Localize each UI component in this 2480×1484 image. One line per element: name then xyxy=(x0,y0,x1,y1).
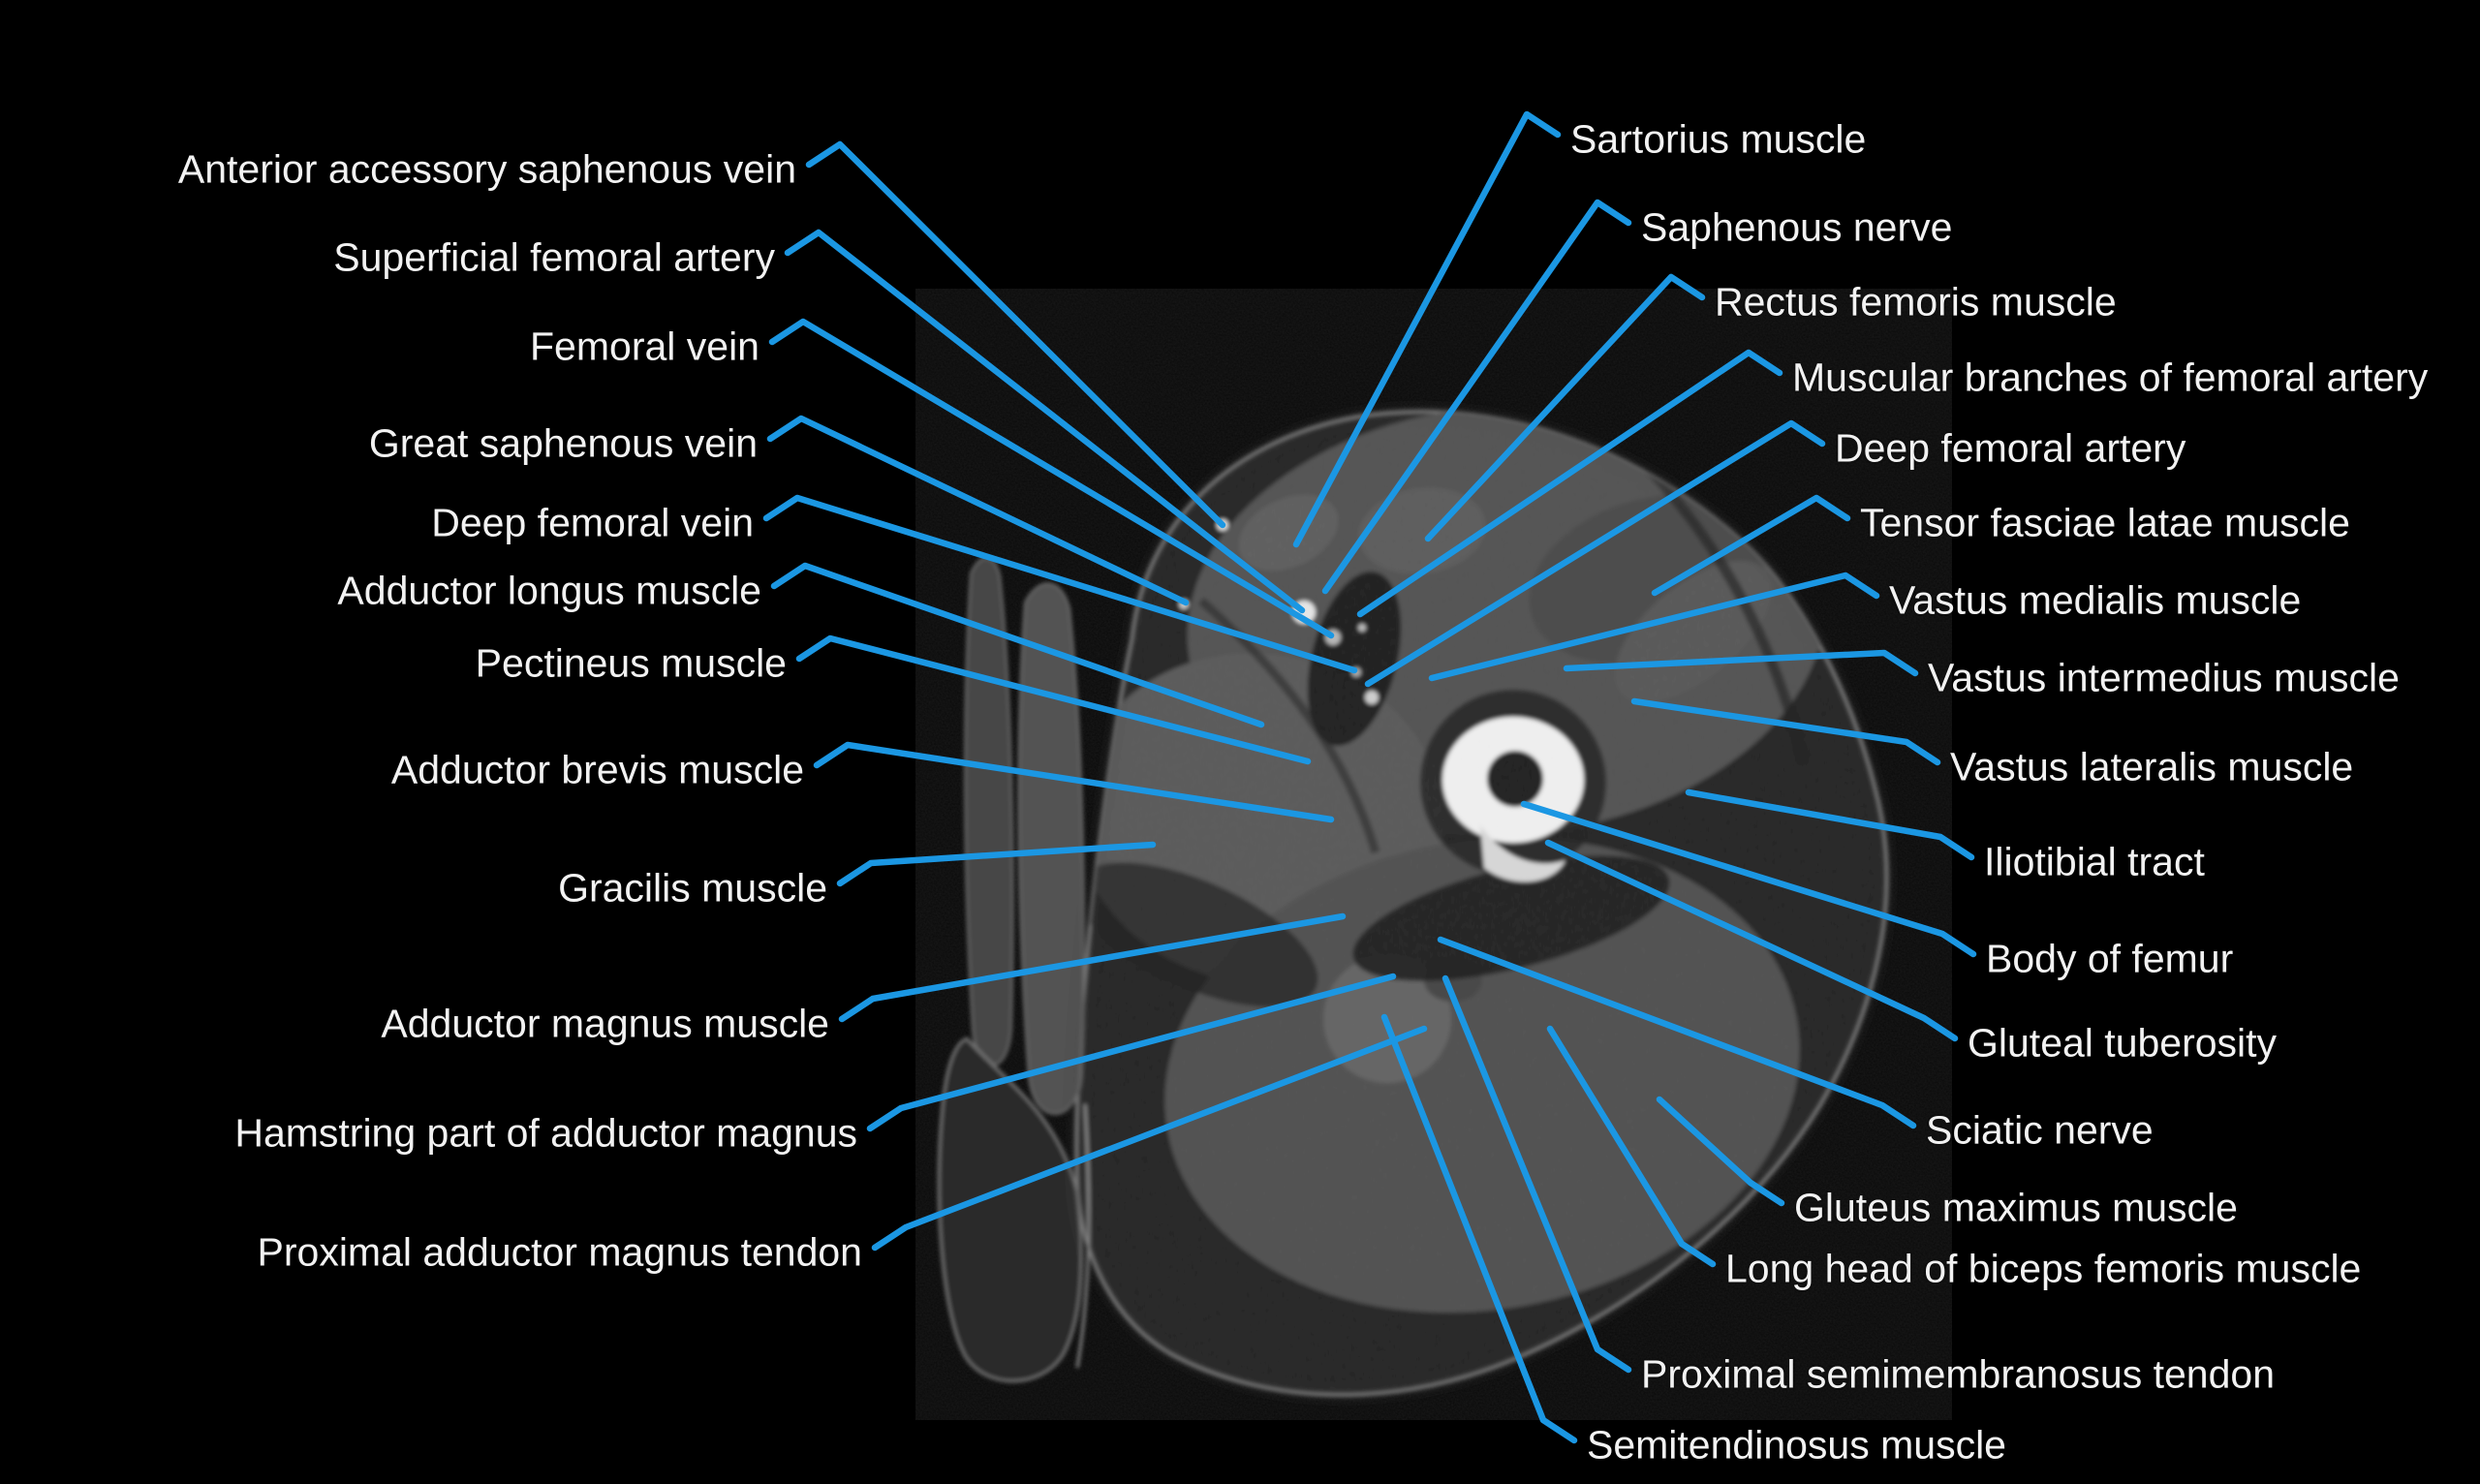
skin-glow xyxy=(1071,407,1892,1400)
ct-anatomy xyxy=(937,407,1892,1400)
leader-line-right-16 xyxy=(1380,1013,1578,1444)
leader-line-left-6 xyxy=(795,634,1312,765)
leader-line-right-0 xyxy=(1292,110,1562,548)
leader-line-right-2 xyxy=(1424,273,1706,542)
leader-line-right-13 xyxy=(1656,1096,1785,1207)
leader-line-right-3 xyxy=(1356,349,1783,618)
leader-line-right-7 xyxy=(1563,649,1919,677)
leader-line-left-8 xyxy=(836,841,1157,887)
leader-line-right-5 xyxy=(1651,494,1851,597)
leader-line-right-11 xyxy=(1544,839,1959,1042)
leader-line-right-9 xyxy=(1685,788,1975,861)
leader-line-left-10 xyxy=(866,973,1397,1132)
leader-line-left-9 xyxy=(838,912,1347,1023)
leader-line-right-10 xyxy=(1520,800,1977,958)
leader-lines xyxy=(762,110,1977,1444)
leader-line-right-14 xyxy=(1546,1025,1717,1268)
leader-line-right-4 xyxy=(1364,419,1826,688)
leader-line-left-4 xyxy=(762,494,1358,674)
leader-line-left-11 xyxy=(871,1025,1428,1252)
leader-line-right-12 xyxy=(1437,936,1917,1129)
leader-line-left-1 xyxy=(784,229,1306,614)
leader-line-left-2 xyxy=(768,318,1335,639)
leader-line-left-7 xyxy=(813,741,1335,823)
leader-line-left-5 xyxy=(770,562,1265,728)
leader-line-right-1 xyxy=(1321,199,1632,595)
leader-line-right-6 xyxy=(1428,572,1880,682)
leader-line-left-0 xyxy=(805,140,1226,529)
leader-line-right-15 xyxy=(1442,974,1632,1374)
medial-lower-lobe xyxy=(937,1036,1083,1383)
leader-line-right-8 xyxy=(1630,697,1941,766)
leader-line-left-3 xyxy=(766,415,1190,606)
